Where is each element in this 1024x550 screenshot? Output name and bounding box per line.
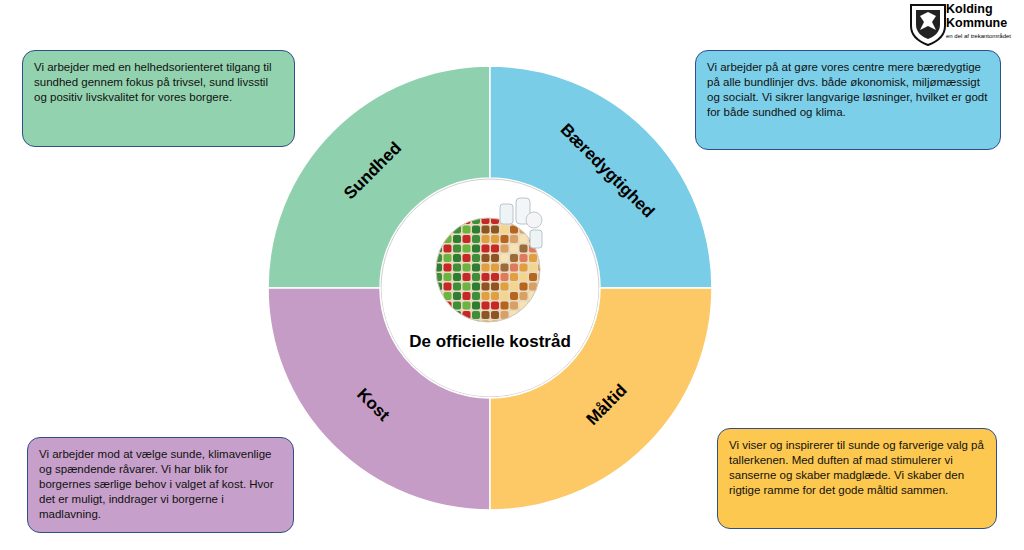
logo-tagline: en del af trekantområdet	[946, 33, 1024, 40]
box-text: Vi viser og inspirerer til sunde og farv…	[729, 438, 985, 498]
box-text: Vi arbejder på at gøre vores centre mere…	[707, 60, 989, 120]
center-title: De officielle kostråd	[409, 332, 571, 352]
logo-name: Kolding Kommune	[946, 3, 1018, 31]
text-box: Vi arbejder på at gøre vores centre mere…	[695, 50, 1001, 150]
box-text: Vi arbejder mod at vælge sunde, klimaven…	[39, 447, 282, 522]
center-shape	[380, 178, 600, 398]
box-text: Vi arbejder med en helhedsorienteret til…	[34, 60, 283, 105]
logo-shield	[908, 2, 948, 46]
text-box: Vi arbejder med en helhedsorienteret til…	[22, 50, 295, 147]
text-box: Vi viser og inspirerer til sunde og farv…	[717, 428, 997, 529]
ring-sector: Kost	[268, 288, 490, 510]
ring-sector: Måltid	[490, 288, 712, 510]
text-box: Vi arbejder mod at vælge sunde, klimaven…	[27, 437, 294, 533]
food-illustration	[430, 214, 550, 329]
center-circle: De officielle kostråd	[380, 178, 600, 398]
